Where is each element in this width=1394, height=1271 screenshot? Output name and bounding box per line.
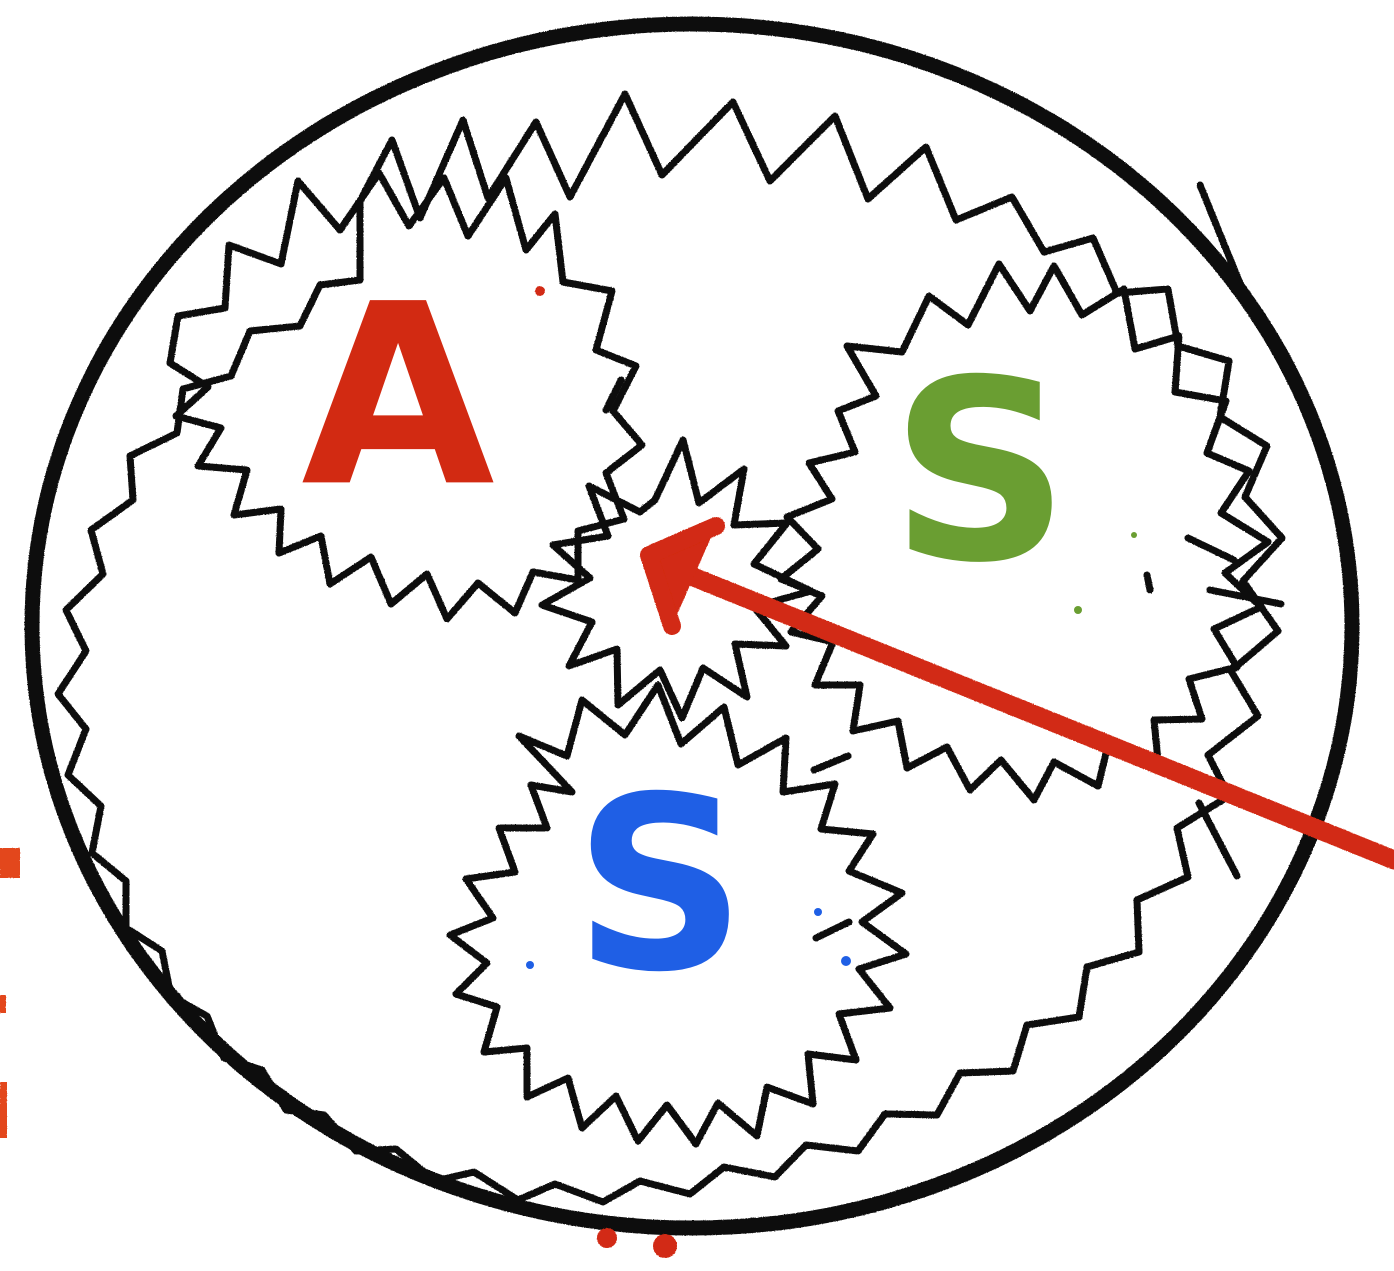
outer-circle-icon xyxy=(32,24,1352,1228)
svg-text:A: A xyxy=(301,250,494,541)
green-dots-icon xyxy=(1074,532,1137,614)
svg-text:S: S xyxy=(890,326,1070,617)
svg-text:S: S xyxy=(574,745,747,1025)
letter-s-blue-label: S xyxy=(574,745,747,1025)
letter-s-green-label: S xyxy=(890,326,1070,617)
letter-a-label: A xyxy=(301,250,494,541)
large-gear-outline-icon xyxy=(58,94,1282,1202)
